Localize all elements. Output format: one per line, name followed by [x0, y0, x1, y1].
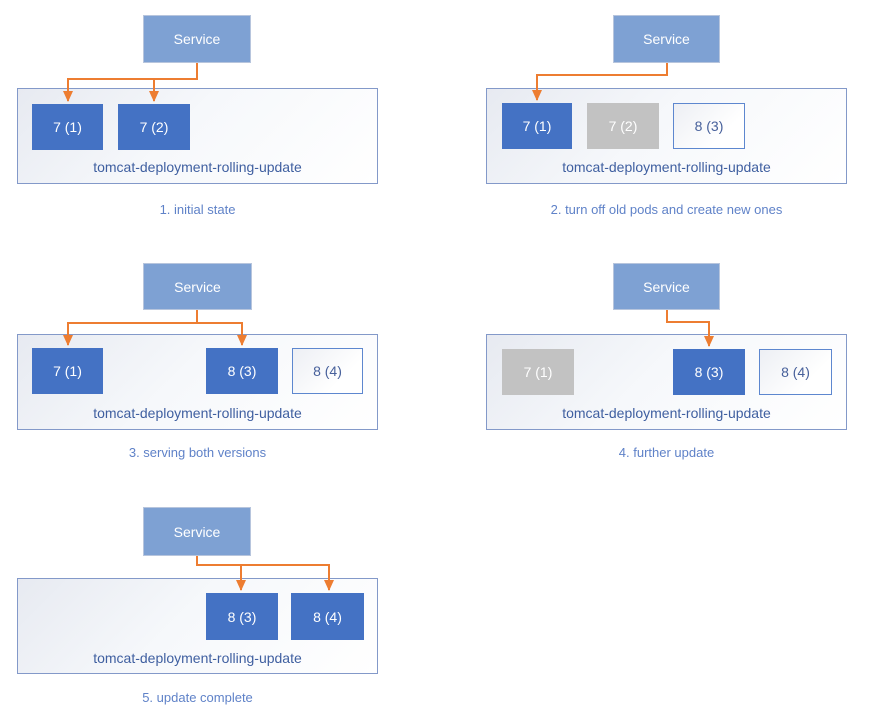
pod-7-1: 7 (1) — [32, 348, 103, 394]
service-box: Service — [143, 263, 252, 310]
service-box: Service — [613, 15, 720, 63]
stage-caption: 1. initial state — [159, 202, 236, 217]
pod-7-2: 7 (2) — [118, 104, 190, 150]
pod-7-2: 7 (2) — [587, 103, 659, 149]
deployment-label: tomcat-deployment-rolling-update — [93, 159, 302, 175]
deployment-label: tomcat-deployment-rolling-update — [562, 159, 771, 175]
stage-caption: 3. serving both versions — [128, 445, 267, 460]
pod-7-1: 7 (1) — [502, 349, 574, 395]
deployment-label: tomcat-deployment-rolling-update — [93, 405, 302, 421]
pod-8-4: 8 (4) — [759, 349, 832, 395]
service-box: Service — [613, 263, 720, 310]
stage-caption: 5. update complete — [142, 690, 253, 705]
pod-8-3: 8 (3) — [673, 103, 745, 149]
pod-8-3: 8 (3) — [206, 593, 278, 640]
deployment-label: tomcat-deployment-rolling-update — [93, 650, 302, 666]
pod-7-1: 7 (1) — [502, 103, 572, 149]
pod-8-4: 8 (4) — [292, 348, 363, 394]
pod-8-3: 8 (3) — [673, 349, 745, 395]
service-box: Service — [143, 15, 251, 63]
stage-caption: 4. further update — [618, 445, 715, 460]
pod-8-3: 8 (3) — [206, 348, 278, 394]
deployment-label: tomcat-deployment-rolling-update — [562, 405, 771, 421]
stage-caption: 2. turn off old pods and create new ones — [550, 202, 783, 217]
pod-8-4: 8 (4) — [291, 593, 364, 640]
service-box: Service — [143, 507, 251, 556]
pod-7-1: 7 (1) — [32, 104, 103, 150]
